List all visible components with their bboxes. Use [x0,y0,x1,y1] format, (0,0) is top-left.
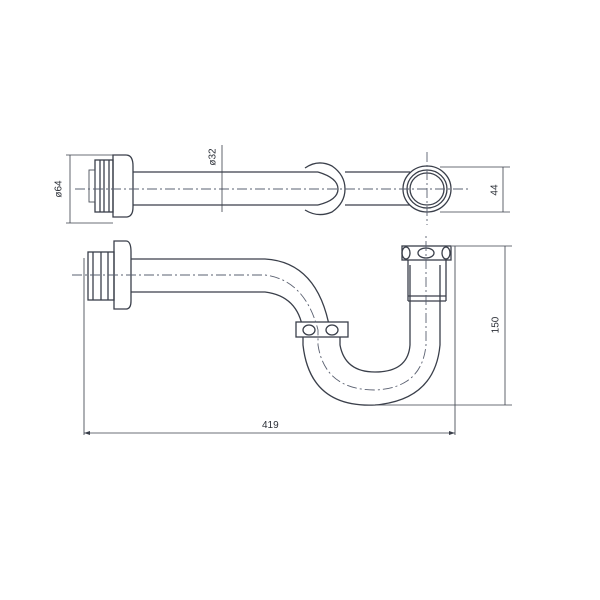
dim-label-pipe-diameter: ø32 [207,148,219,166]
side-view [72,235,512,435]
side-view-centerline [72,235,427,391]
dim-label-outer-diameter: ø64 [53,180,65,198]
arm-top-edge [131,258,331,331]
dim-label-trap-height: 150 [490,316,502,334]
top-view [66,145,510,225]
u-bend-inner [339,265,411,373]
side-flange-cap [113,240,132,310]
left-clamp [295,321,349,338]
dim-label-top-height: 44 [489,184,501,196]
arm-bottom-edge [131,291,304,331]
flange-cap [112,154,134,218]
dim-label-overall-length: 419 [262,420,279,431]
